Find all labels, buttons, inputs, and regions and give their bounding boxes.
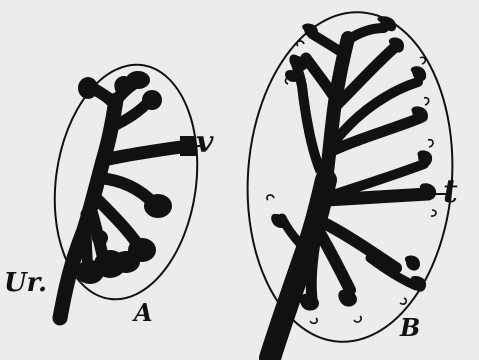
figure-a-label: A (134, 301, 153, 325)
v-label: v (196, 128, 213, 158)
figure-b-label: B (400, 316, 420, 340)
t-label: t (443, 175, 458, 207)
ureter-label: Ur. (4, 270, 47, 296)
figure-a (40, 55, 211, 318)
figure-b (237, 5, 464, 358)
